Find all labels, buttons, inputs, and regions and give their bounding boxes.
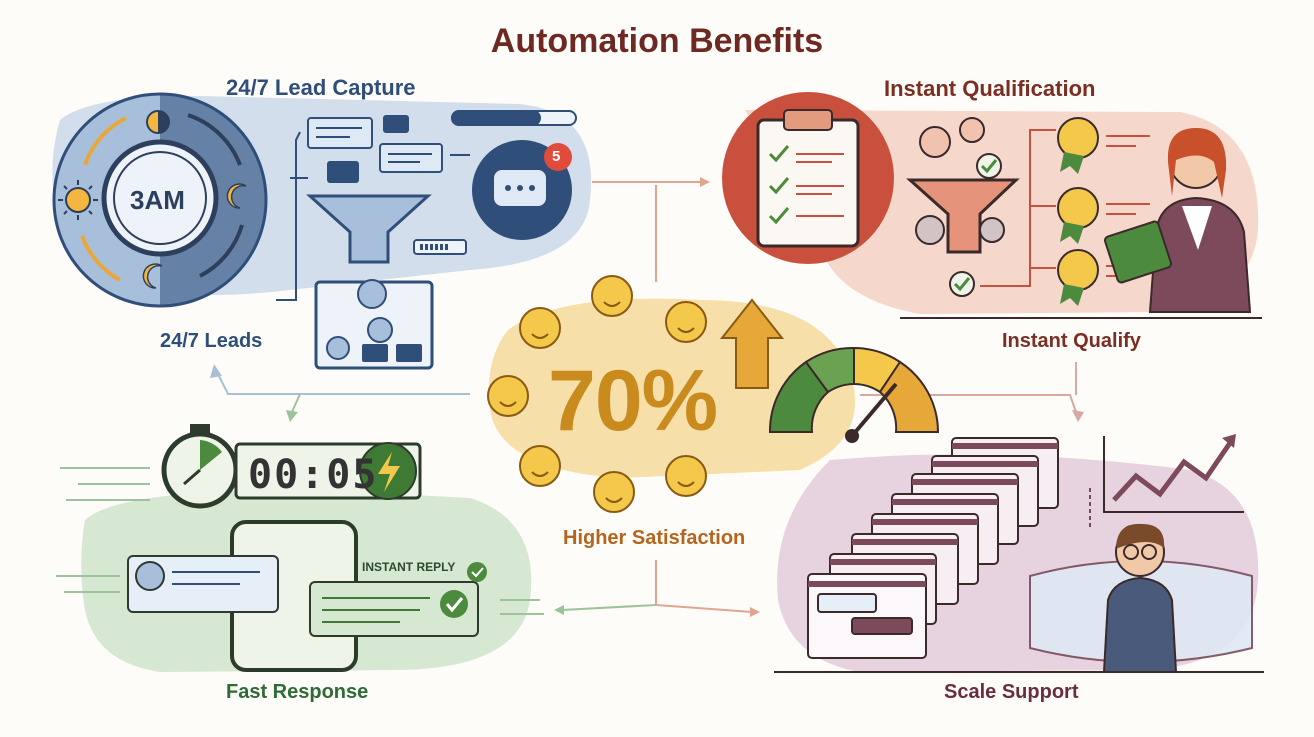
moon-icon [226, 183, 247, 209]
qualification-footer: Instant Qualify [1002, 330, 1141, 352]
support-agent-avatar [1029, 523, 1253, 673]
growth-chart-icon [1103, 434, 1244, 513]
clipboard-icon [756, 109, 860, 248]
connector-arrows [210, 177, 1084, 617]
notification-count: 5 [552, 148, 561, 165]
qualification-illustration [722, 92, 1262, 319]
chat-bubbles [307, 110, 577, 183]
incoming-message [127, 555, 279, 613]
award-badges [1057, 117, 1150, 306]
fast-response-illustration [56, 424, 544, 672]
page-title: Automation Benefits [490, 22, 824, 60]
lead-capture-illustration [52, 92, 577, 370]
stacked-chat-windows [807, 437, 1059, 659]
sun-icon [58, 180, 98, 220]
check-icon [440, 590, 468, 618]
fast-response-footer: Fast Response [226, 681, 369, 703]
instant-reply-label: INSTANT REPLY [362, 560, 456, 574]
satisfaction-illustration [487, 275, 940, 513]
lead-capture-heading: 24/7 Lead Capture [226, 75, 416, 100]
speed-lines [56, 467, 544, 615]
satisfaction-percentage: 70% [548, 353, 718, 449]
scale-support-illustration [774, 434, 1264, 673]
qualification-funnel-icon [906, 117, 1020, 297]
satisfaction-caption: Higher Satisfaction [563, 527, 746, 549]
timer-text: 00:05 [248, 452, 379, 498]
avatar [135, 561, 165, 591]
leads-container [314, 279, 434, 370]
check-icon-small [467, 562, 487, 582]
qualification-heading: Instant Qualification [884, 76, 1096, 101]
woman-with-tablet [1103, 128, 1252, 313]
scale-support-footer: Scale Support [944, 681, 1079, 703]
stopwatch-icon [161, 424, 239, 509]
satisfaction-gauge-icon [768, 346, 940, 443]
funnel-icon [306, 194, 467, 264]
instant-reply-message [309, 562, 487, 637]
lead-capture-footer: 24/7 Leads [160, 330, 263, 352]
moon-icon-lower [142, 263, 163, 289]
notification-badge [544, 143, 572, 171]
half-sun-icon [146, 110, 170, 134]
clock-icon [101, 139, 219, 257]
smiley-icons [487, 275, 927, 513]
message-notification-icon [472, 140, 572, 240]
clock-time-label: 3AM [130, 185, 185, 215]
up-arrow-icon [719, 298, 785, 389]
